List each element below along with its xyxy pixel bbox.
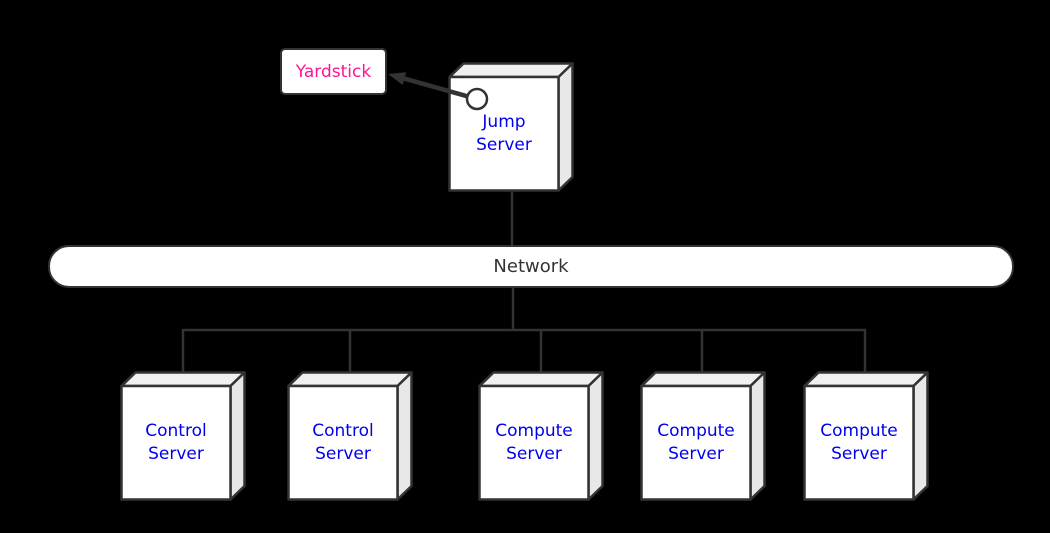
box-right-face <box>396 371 413 501</box>
box-top-face <box>120 371 246 388</box>
server-label: Compute Server <box>495 421 573 464</box>
box-top-face <box>640 371 766 388</box>
yardstick-arrowhead <box>388 72 407 85</box>
box-front-face <box>287 384 399 501</box>
network-bus: Network <box>48 245 1014 288</box>
server-label: Control Server <box>312 421 374 464</box>
box-front-face <box>478 384 590 501</box>
box-right-face <box>229 371 246 501</box>
network-label: Network <box>493 256 569 277</box>
yardstick-label: Yardstick <box>295 61 372 82</box>
compute-server-node-3: Compute Server <box>803 371 929 501</box>
compute-server-node-2: Compute Server <box>640 371 766 501</box>
compute-server-node-1: Compute Server <box>478 371 604 501</box>
jump-server-label: Jump Server <box>476 112 532 155</box>
control-server-node-2: Control Server <box>287 371 413 501</box>
box-front-face <box>640 384 752 501</box>
box-top-face <box>287 371 413 388</box>
bus-drop-lines <box>181 329 867 376</box>
server-label: Compute Server <box>657 421 735 464</box>
server-label: Control Server <box>145 421 207 464</box>
box-top-face <box>448 62 574 79</box>
box-front-face <box>803 384 915 501</box>
box-top-face <box>478 371 604 388</box>
server-box-graphic <box>478 371 604 501</box>
box-front-face <box>120 384 232 501</box>
yardstick-box: Yardstick <box>280 48 387 95</box>
box-right-face <box>912 371 929 501</box>
server-label: Compute Server <box>820 421 898 464</box>
control-server-node-1: Control Server <box>120 371 246 501</box>
server-box-graphic <box>803 371 929 501</box>
server-box-graphic <box>120 371 246 501</box>
jump-server-node: Jump Server <box>448 62 574 192</box>
box-top-face <box>803 371 929 388</box>
box-right-face <box>587 371 604 501</box>
box-right-face <box>557 62 574 192</box>
server-box-graphic <box>640 371 766 501</box>
box-right-face <box>749 371 766 501</box>
